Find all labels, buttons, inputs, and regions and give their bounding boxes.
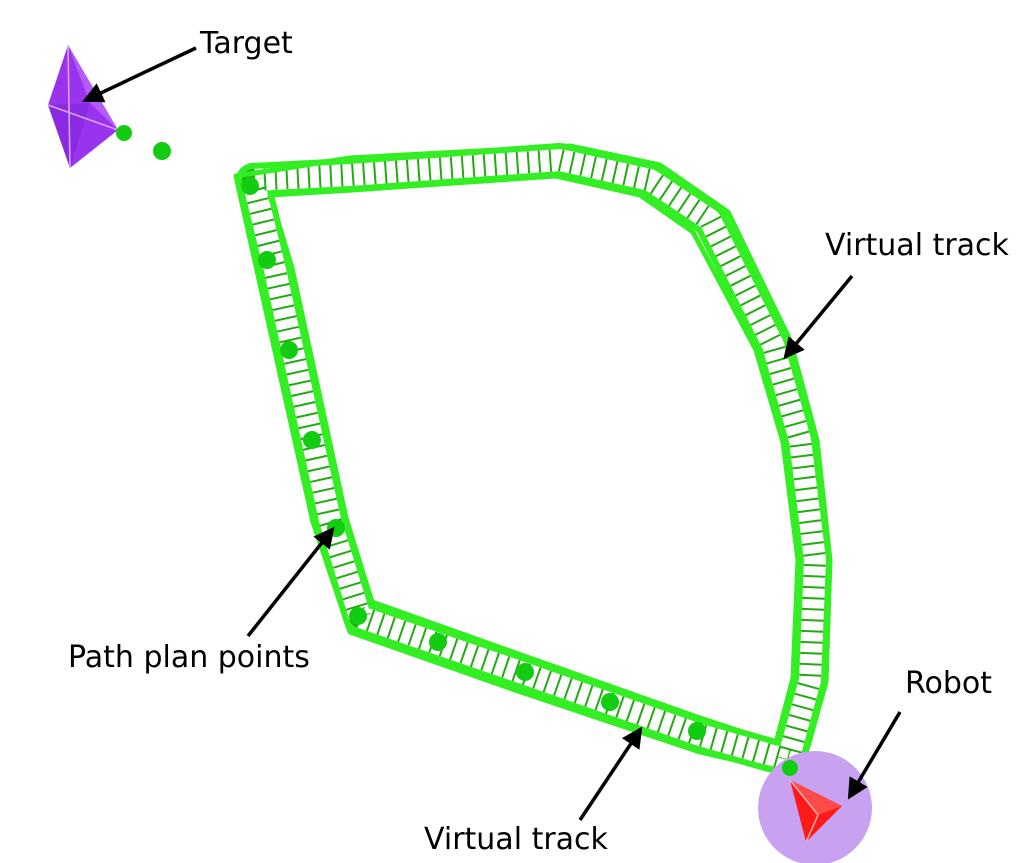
target-pyramid-icon — [47, 44, 119, 169]
path-point — [601, 693, 619, 711]
virtual-track-hatching — [242, 149, 826, 771]
virtual-track-outline — [233, 143, 833, 778]
path-point — [258, 251, 276, 269]
path-plan-points-arrow — [246, 526, 335, 638]
path-point — [349, 607, 367, 625]
path-point — [280, 341, 298, 359]
robot-pyramid-icon — [758, 751, 872, 863]
path-point — [153, 142, 171, 160]
target-arrow — [82, 46, 197, 103]
path-point — [516, 663, 534, 681]
virtual-track-right-label: Virtual track — [825, 228, 1009, 263]
virtual-track-right-arrow — [783, 274, 854, 360]
path-point — [429, 633, 447, 651]
path-point — [303, 431, 321, 449]
virtual-track-bottom-label: Virtual track — [424, 822, 608, 857]
robot-label: Robot — [905, 666, 993, 701]
path-plan-points-label: Path plan points — [68, 640, 310, 675]
path-point — [688, 722, 706, 740]
virtual-track-inner — [242, 149, 826, 771]
path-point — [241, 177, 259, 195]
virtual-track-bottom-arrow — [578, 726, 643, 821]
path-point — [116, 125, 132, 141]
robot-arrow — [847, 711, 902, 800]
virtual-track-outline-inner — [267, 173, 801, 746]
path-plan-points-group — [116, 125, 706, 740]
target-label: Target — [200, 26, 293, 61]
